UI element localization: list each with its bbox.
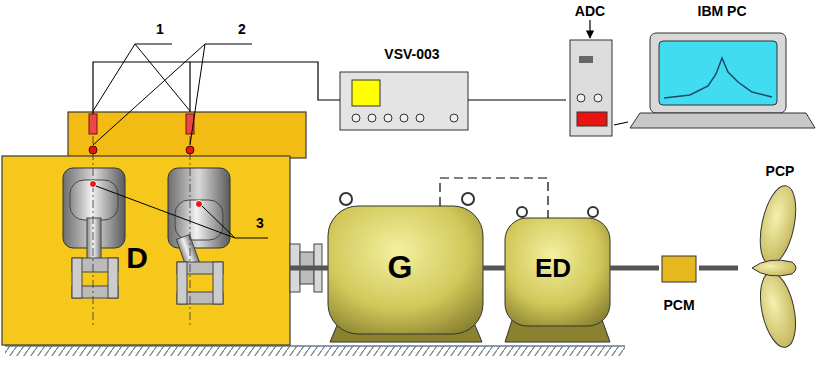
node-label: D (126, 241, 148, 274)
generator-body (340, 193, 352, 205)
recorder-box (450, 114, 458, 122)
computer (659, 41, 777, 105)
signal-wire (614, 122, 628, 125)
node-label: G (388, 250, 413, 285)
adc-box (579, 56, 593, 63)
shaft (483, 266, 505, 271)
pressure-sensor (186, 146, 194, 154)
motor-body (505, 218, 610, 326)
adc-box (577, 94, 585, 102)
shaft (699, 266, 738, 271)
cylinder (213, 262, 223, 304)
computer (630, 113, 815, 128)
center-line (93, 136, 94, 325)
leader-line (205, 44, 252, 45)
node-label: PCM (663, 298, 694, 313)
generator-body (328, 206, 483, 334)
leader-line (93, 44, 268, 238)
motor-body (505, 207, 610, 342)
leader-line (235, 238, 268, 239)
coupling-body (662, 256, 696, 282)
engine-body (2, 156, 290, 345)
generator: G (328, 206, 483, 334)
engine-block: D (2, 112, 290, 345)
propeller (752, 183, 802, 351)
generator-body (328, 193, 483, 342)
shaft (610, 266, 659, 271)
ground-hatch (5, 346, 625, 356)
adc-unit: ADC (566, 2, 614, 136)
adc-box (589, 20, 590, 38)
leader-line (190, 44, 205, 145)
propeller (754, 270, 801, 351)
signal-wire (190, 62, 340, 112)
recorder-box (416, 114, 424, 122)
recorder-box (368, 114, 376, 122)
node-label: IBM PC (698, 4, 747, 19)
power-cable (440, 178, 548, 218)
adc-box (570, 40, 612, 136)
ground-hatch (5, 346, 625, 356)
callout-number: 3 (256, 216, 264, 231)
cylinder (168, 168, 230, 304)
cylinder (72, 258, 82, 298)
recorder-box (352, 80, 380, 106)
computer (664, 58, 772, 98)
propeller: PCP (738, 160, 814, 348)
adc-box (594, 94, 602, 102)
motor-body (588, 207, 598, 217)
signal-wire (468, 99, 566, 100)
cylinder (70, 180, 118, 220)
leader-line (93, 44, 205, 145)
pressure-sensor (89, 114, 203, 208)
leader-line (96, 186, 235, 238)
adc-box (577, 112, 607, 126)
node-label: PCP (766, 164, 795, 179)
pressure-sensor (89, 146, 97, 154)
pressure-sensor (90, 181, 97, 188)
adc-box (570, 20, 612, 136)
cylinder (87, 218, 101, 264)
cylinder (168, 168, 230, 248)
cylinder (108, 258, 118, 298)
pressure-sensor (196, 201, 203, 208)
node-label: ADC (575, 4, 605, 19)
vibration-recorder: VSV-003 (340, 45, 468, 130)
leader-line (93, 44, 135, 111)
center-line (93, 136, 190, 325)
leader-line (135, 44, 190, 111)
coupling-body (662, 256, 696, 282)
computer (650, 33, 786, 113)
generator-body (462, 193, 474, 205)
recorder-box (384, 114, 392, 122)
computer: IBM PC (628, 2, 816, 128)
recorder-box (352, 114, 360, 122)
pressure-sensor (89, 114, 97, 134)
shaft (290, 266, 328, 271)
coupling: PCM (659, 254, 699, 316)
propeller (752, 260, 796, 276)
computer (630, 33, 815, 128)
callout-number: 1 (156, 22, 164, 37)
motor-body (517, 207, 527, 217)
leader-line (135, 44, 172, 45)
recorder-box (340, 72, 468, 130)
engine-body (2, 112, 306, 345)
center-line (190, 136, 191, 325)
propeller (754, 183, 802, 268)
cylinder (177, 262, 187, 304)
callout-number: 2 (238, 22, 246, 37)
electric-motor: ED (505, 218, 610, 326)
recorder-box (400, 114, 408, 122)
leader-line (202, 206, 235, 238)
node-label: ED (535, 254, 571, 283)
node-label: VSV-003 (384, 47, 439, 62)
recorder-box (340, 72, 468, 130)
cylinder (63, 168, 125, 298)
